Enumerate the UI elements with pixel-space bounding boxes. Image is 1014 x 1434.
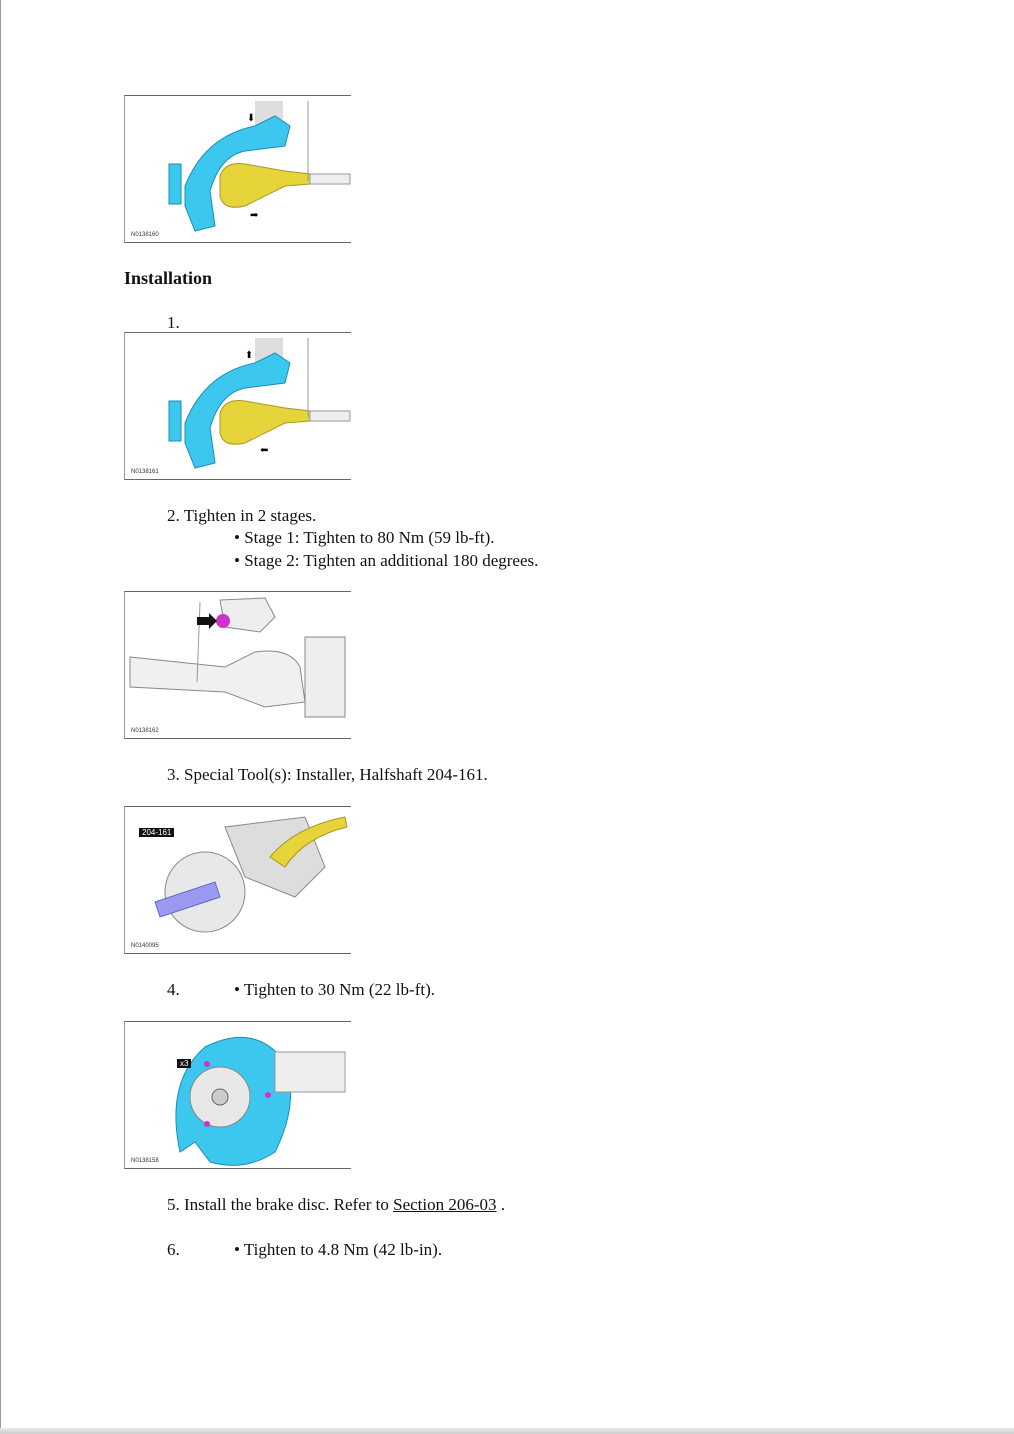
figure-id: N0140095: [131, 943, 159, 949]
arrow-up-icon: ⬇: [247, 113, 255, 124]
figure-special-tool: 204-161 N0140095: [124, 806, 351, 954]
hub-tool-illustration: [154, 816, 348, 933]
figure-id: N0138161: [131, 469, 159, 475]
arrow-up-icon: ⬆: [245, 350, 253, 361]
figure-halfshaft-install: ⬆ ⬅ N0138161: [124, 332, 351, 480]
section-heading: Installation: [124, 268, 213, 288]
knuckle-halfshaft-illustration: ⬆ ⬅: [168, 338, 351, 469]
step-2-bullet-2: • Stage 2: Tighten an additional 180 deg…: [234, 551, 539, 570]
figure-upper-bolt: N0138162: [124, 591, 351, 739]
page-edge: [0, 0, 1, 1434]
figure-id: N0138160: [131, 232, 159, 238]
brake-shield-illustration: [175, 1036, 346, 1166]
arrow-right-icon: ➡: [250, 210, 259, 221]
arrow-left-icon: ⬅: [260, 445, 268, 456]
halfshaft-bolt-illustration: [129, 597, 346, 718]
step-3-text: 3. Special Tool(s): Installer, Halfshaft…: [167, 765, 488, 784]
step-4-number: 4.: [167, 980, 180, 999]
arrow-right-icon: [197, 613, 217, 629]
step-5-tail: .: [496, 1195, 506, 1214]
step-5-label: 5. Install the brake disc. Refer to: [167, 1195, 394, 1214]
step-5-text: 5. Install the brake disc. Refer to Sect…: [167, 1195, 505, 1215]
figure-id: N0138158: [131, 1158, 159, 1164]
step-6-number: 6.: [167, 1240, 180, 1259]
section-link[interactable]: Section 206-03: [393, 1195, 497, 1214]
figure-id: N0138162: [131, 728, 159, 734]
step-2-text: 2. Tighten in 2 stages.: [167, 506, 317, 525]
tool-label: 204-161: [139, 828, 175, 837]
step-6-bullet: • Tighten to 4.8 Nm (42 lb-in).: [234, 1240, 443, 1259]
knuckle-halfshaft-illustration: ⬇ ➡: [168, 101, 351, 232]
step-1-number: 1.: [167, 313, 180, 332]
figure-halfshaft-removal: ⬇ ➡ N0138160: [124, 95, 351, 243]
step-2-bullet-1: • Stage 1: Tighten to 80 Nm (59 lb-ft).: [234, 528, 495, 547]
step-4-bullet: • Tighten to 30 Nm (22 lb-ft).: [234, 980, 435, 999]
page-bottom-edge: [0, 1428, 1014, 1434]
figure-brake-shield: x3 N0138158: [124, 1021, 351, 1169]
count-label: x3: [177, 1059, 192, 1068]
